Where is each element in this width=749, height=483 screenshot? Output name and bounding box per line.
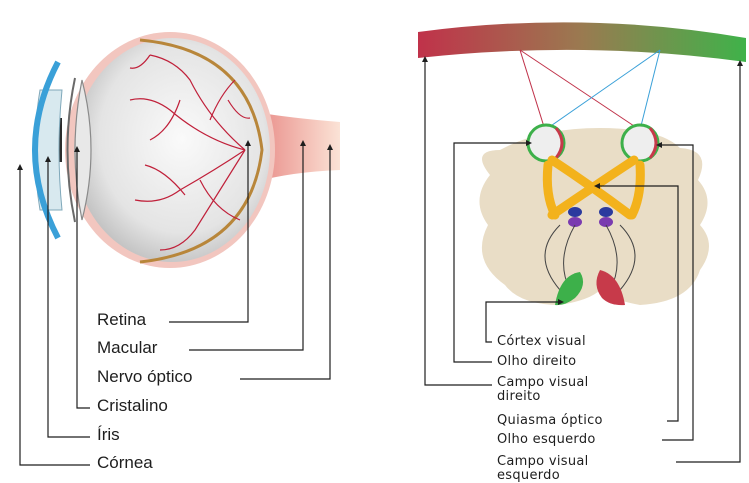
label-left-eye: Olho esquerdo	[497, 433, 596, 447]
label-retina: Retina	[97, 310, 146, 330]
label-cornea: Córnea	[97, 453, 153, 473]
label-right-visual-field-line1: Campo visual	[497, 376, 589, 390]
label-lens: Cristalino	[97, 396, 168, 416]
label-visual-cortex: Córtex visual	[497, 335, 586, 349]
label-optic-chiasm: Quiasma óptico	[497, 414, 603, 428]
label-right-visual-field-line2: direito	[497, 390, 589, 404]
label-left-visual-field-line1: Campo visual	[497, 455, 589, 469]
label-right-visual-field: Campo visual direito	[497, 376, 589, 404]
field-rays	[520, 50, 660, 130]
brain-section	[479, 128, 709, 305]
label-left-visual-field: Campo visual esquerdo	[497, 455, 589, 483]
label-macular: Macular	[97, 338, 157, 358]
label-left-visual-field-line2: esquerdo	[497, 469, 589, 483]
eye-cross-section	[35, 32, 340, 268]
label-iris: Íris	[97, 425, 120, 445]
label-right-eye: Olho direito	[497, 355, 576, 369]
label-optic-nerve: Nervo óptico	[97, 367, 192, 387]
visual-field-arc	[418, 22, 746, 62]
